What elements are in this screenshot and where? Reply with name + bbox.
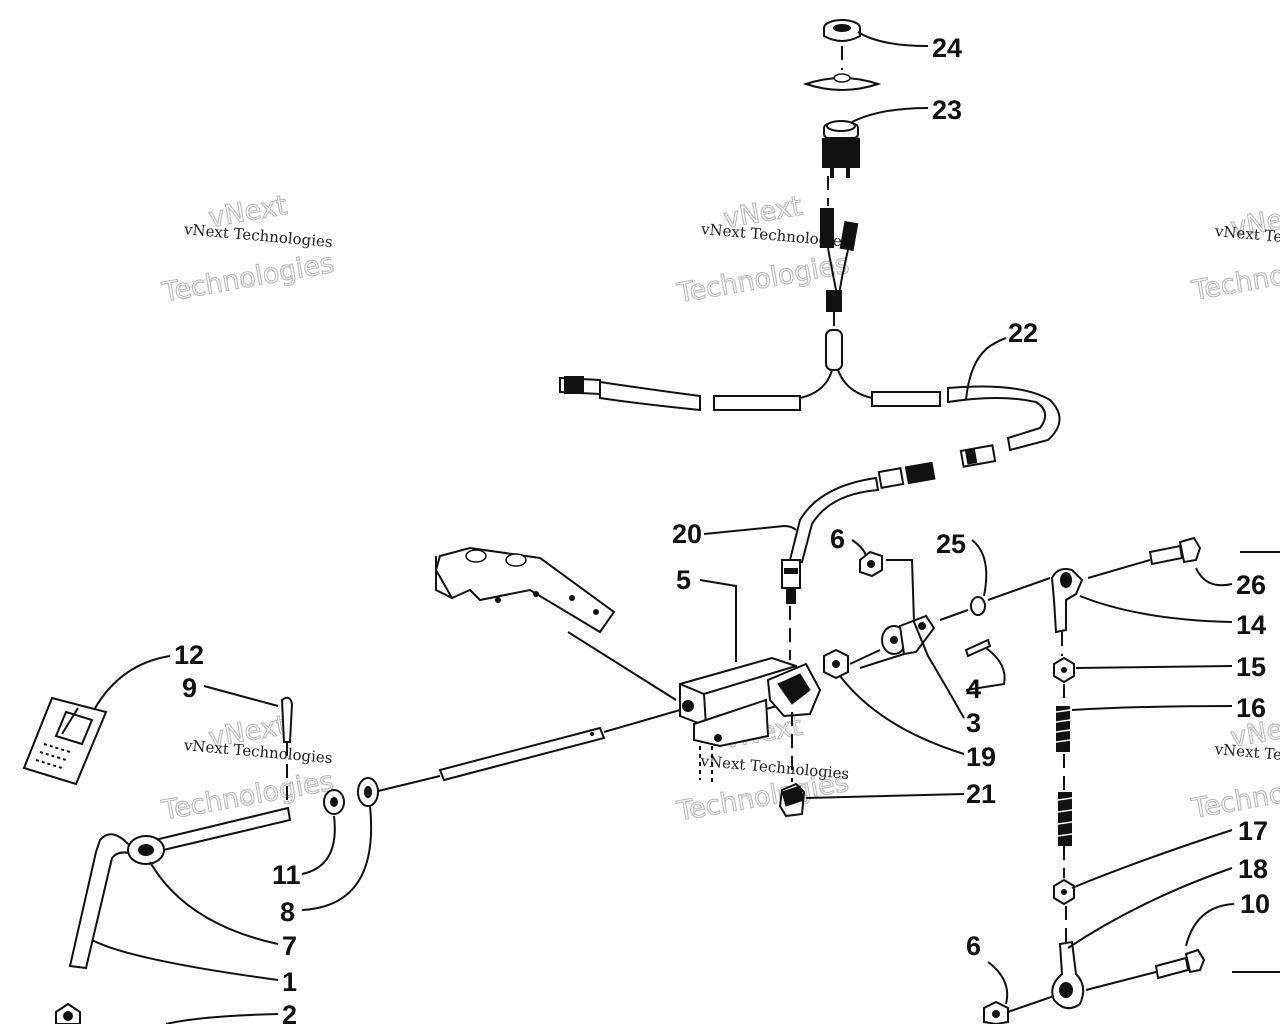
part-washer-25 bbox=[970, 596, 986, 616]
part-washer-top bbox=[802, 73, 882, 91]
part-nut-left bbox=[55, 1002, 81, 1024]
watermark-big-text: Technologies bbox=[674, 249, 851, 310]
callout-9: 9 bbox=[182, 673, 197, 703]
leader-lines bbox=[91, 31, 1235, 1024]
part-shaft bbox=[438, 709, 681, 782]
part-bolt-26 bbox=[1087, 536, 1202, 579]
callout-16: 16 bbox=[1236, 693, 1266, 723]
callout-22: 22 bbox=[1008, 318, 1038, 348]
watermark-small-text: vNext Technologies bbox=[699, 752, 850, 783]
callout-1: 1 bbox=[282, 967, 297, 997]
callout-19: 19 bbox=[966, 742, 996, 772]
callout-6-top: 6 bbox=[830, 524, 845, 554]
part-sensor-lead bbox=[781, 461, 936, 604]
watermark-small-text: vNext Technologies bbox=[1213, 222, 1280, 253]
part-switch bbox=[822, 120, 860, 178]
part-nut-19 bbox=[823, 648, 849, 680]
part-cotter-pin bbox=[964, 638, 992, 658]
part-rod-end-bottom bbox=[1051, 940, 1085, 1010]
callout-10: 10 bbox=[1240, 889, 1270, 919]
callout-11: 11 bbox=[272, 860, 301, 890]
callout-20: 20 bbox=[672, 519, 702, 549]
axis-line bbox=[849, 649, 881, 665]
callout-6-bottom: 6 bbox=[966, 931, 981, 961]
part-decal bbox=[22, 696, 108, 786]
part-bolt-10 bbox=[1085, 948, 1206, 991]
watermark-right-bottom: vNext Technologies vNext Technologies bbox=[1188, 709, 1280, 826]
part-throttle-housing bbox=[679, 656, 822, 784]
callout-21: 21 bbox=[966, 779, 996, 809]
callout-labels: 24 23 22 20 6 25 5 26 14 15 16 4 3 19 21… bbox=[174, 33, 1270, 1024]
watermark-left-bottom: vNext Technologies vNext Technologies bbox=[158, 709, 336, 827]
callout-12: 12 bbox=[174, 640, 204, 670]
leader-line bbox=[567, 631, 677, 701]
part-nut-17 bbox=[1053, 878, 1075, 906]
part-mounting-bracket bbox=[434, 546, 616, 634]
part-nut-6a bbox=[859, 550, 883, 578]
callout-26: 26 bbox=[1236, 570, 1266, 600]
callout-25: 25 bbox=[936, 529, 966, 559]
part-nut-15 bbox=[1053, 656, 1075, 684]
axis-line bbox=[987, 577, 1051, 601]
watermark-right-top: vNext Technologies vNext Technologies bbox=[1188, 199, 1280, 308]
part-throttle-lever bbox=[68, 806, 292, 970]
callout-7: 7 bbox=[282, 931, 297, 961]
part-fitting bbox=[778, 782, 806, 818]
part-wire-connectors bbox=[820, 208, 859, 312]
part-grommet bbox=[823, 19, 861, 42]
axis-line bbox=[939, 609, 969, 621]
callout-15: 15 bbox=[1236, 652, 1266, 682]
axis-line bbox=[1007, 995, 1055, 1013]
callout-18: 18 bbox=[1238, 854, 1268, 884]
callout-17: 17 bbox=[1238, 816, 1268, 846]
callout-24: 24 bbox=[932, 33, 962, 63]
watermark-left-top: vNext Technologies vNext Technologies bbox=[159, 189, 337, 309]
part-washers bbox=[323, 777, 379, 815]
callout-3: 3 bbox=[966, 708, 981, 738]
callout-5: 5 bbox=[676, 565, 691, 595]
part-rod-end-top bbox=[1050, 568, 1084, 634]
callout-4: 4 bbox=[966, 674, 981, 704]
callout-14: 14 bbox=[1236, 610, 1266, 640]
callout-2: 2 bbox=[282, 1000, 297, 1024]
part-threaded-stud bbox=[1055, 706, 1073, 846]
part-wire-harness bbox=[559, 329, 1061, 468]
part-throttle-arm bbox=[859, 614, 936, 669]
watermark-big-text: Technologies bbox=[1189, 246, 1280, 307]
watermark-small-text: vNext Technologies bbox=[1213, 740, 1280, 771]
part-nut-6b bbox=[983, 1000, 1009, 1024]
axis-line bbox=[373, 775, 441, 793]
callout-23: 23 bbox=[932, 95, 962, 125]
watermark-big-text: Technologies bbox=[159, 248, 336, 309]
part-pin bbox=[280, 696, 294, 812]
callout-8: 8 bbox=[280, 897, 295, 927]
